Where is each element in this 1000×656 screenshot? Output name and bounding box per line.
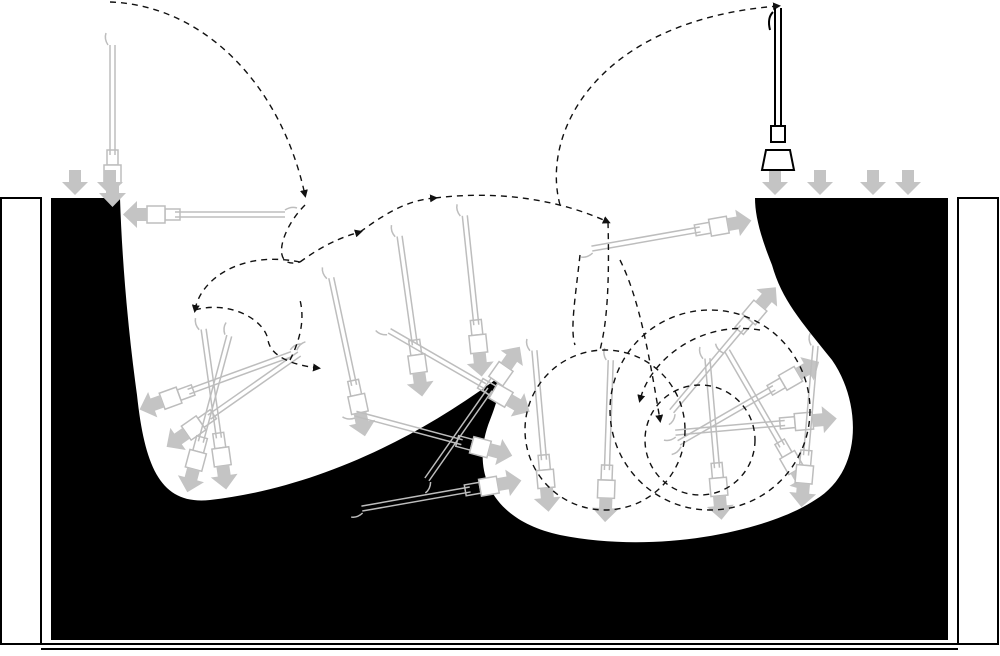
left-wall: [0, 197, 42, 645]
force-arrows: [62, 170, 921, 195]
force-arrow-icon: [62, 170, 88, 195]
force-arrow-icon: [807, 170, 833, 195]
spindle-tool-icon: [760, 8, 796, 171]
force-arrow-icon: [860, 170, 886, 195]
tank-frame: [0, 197, 999, 650]
tool-path: [109, 1, 811, 511]
force-arrow-icon: [895, 170, 921, 195]
force-arrow-icon: [762, 170, 788, 195]
right-wall: [957, 197, 999, 645]
